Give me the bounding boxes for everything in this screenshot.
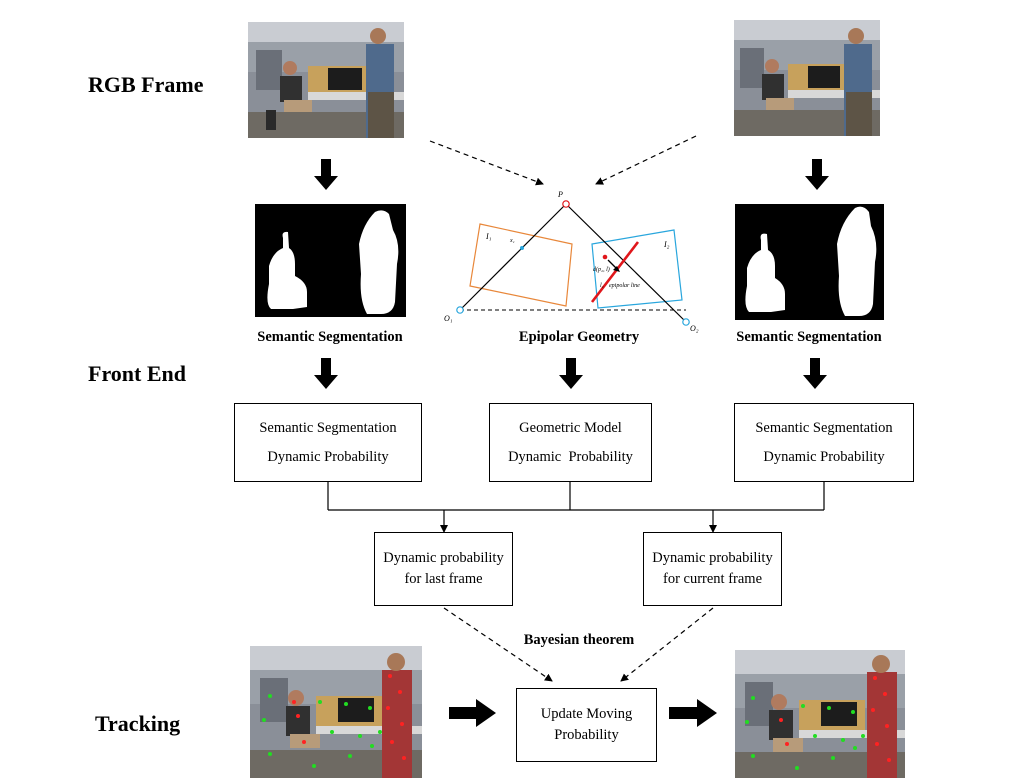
label-epipolar-line: epipolar line — [609, 283, 640, 289]
right-arrow-tracking-left — [449, 699, 496, 727]
box-line: for last frame — [404, 571, 483, 587]
down-arrow-epipolar — [559, 358, 583, 389]
box-line: Dynamic probability — [652, 550, 773, 566]
dashed-arrow-current-to-update — [620, 607, 714, 682]
label-i1: I₁ — [486, 232, 492, 241]
down-arrow-rgb-left — [314, 159, 338, 190]
point-p — [562, 200, 570, 208]
box-line: Dynamic Probability — [763, 448, 885, 465]
box-line: Update Moving — [540, 706, 633, 722]
origin-o2 — [682, 318, 690, 326]
dashed-arrow-last-to-update — [443, 607, 553, 682]
ray-o1-p — [459, 203, 567, 311]
rgb-frame-right-image — [734, 20, 880, 136]
right-arrow-tracking-right — [669, 699, 717, 727]
box-line: Probability — [554, 727, 619, 743]
box-update-moving-probability: Update Moving Probability — [516, 688, 657, 762]
caption-semantic-segmentation-right: Semantic Segmentation — [736, 329, 882, 345]
origin-o1 — [456, 306, 464, 314]
caption-epipolar-geometry: Epipolar Geometry — [518, 329, 640, 345]
label-i2: I₂ — [664, 240, 670, 249]
tracking-right-image — [735, 650, 905, 778]
label-l2: l₂ — [600, 283, 604, 289]
ray-o2-p — [565, 203, 687, 323]
tracking-left-image — [250, 646, 422, 778]
box-line: Dynamic Probability — [508, 448, 633, 465]
box-semantic-dynamic-probability-left: Semantic Segmentation Dynamic Probabilit… — [234, 403, 422, 482]
box-line: for current frame — [662, 571, 763, 587]
box-line: Geometric Model — [519, 419, 622, 436]
image-plane-1 — [469, 223, 573, 307]
label-distance: d(p₂, l) — [593, 267, 610, 273]
label-p: P — [558, 190, 563, 199]
label-x1: x₁ — [510, 238, 515, 244]
dashed-arrow-left-to-p — [429, 140, 544, 186]
segmentation-mask-left — [255, 204, 406, 317]
caption-semantic-segmentation-left: Semantic Segmentation — [257, 329, 403, 345]
row-label-rgb-frame: RGB Frame — [88, 72, 204, 97]
down-arrow-rgb-right — [805, 159, 829, 190]
box-line: Dynamic Probability — [267, 448, 389, 465]
box-semantic-dynamic-probability-right: Semantic Segmentation Dynamic Probabilit… — [734, 403, 914, 482]
row-label-front-end: Front End — [88, 361, 187, 386]
box-line: Semantic Segmentation — [259, 419, 397, 436]
label-o1: O₁ — [444, 314, 453, 323]
box-line: Semantic Segmentation — [755, 419, 893, 436]
row-label-tracking: Tracking — [95, 711, 181, 736]
caption-bayesian-theorem: Bayesian theorem — [523, 632, 635, 648]
image-plane-2 — [591, 229, 683, 309]
segmentation-mask-right — [735, 204, 884, 320]
down-arrow-seg-left — [314, 358, 338, 389]
epipolar-line — [590, 241, 640, 303]
epipolar-geometry-figure: P I₁ I₂ O₁ O₂ x₁ d(p₂, l) l₂ epipolar li… — [440, 190, 710, 338]
label-o2: O₂ — [690, 324, 699, 333]
box-geometric-model-dynamic-probability: Geometric Model Dynamic Probability — [489, 403, 652, 482]
box-line: Dynamic probability — [383, 550, 504, 566]
down-arrow-seg-right — [803, 358, 827, 389]
dashed-arrow-right-to-p — [595, 135, 697, 185]
rgb-frame-left-image — [248, 22, 404, 138]
